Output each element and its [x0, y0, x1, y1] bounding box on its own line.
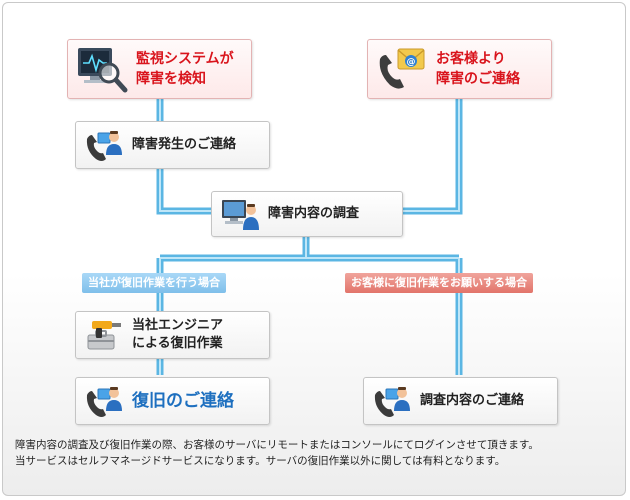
support-phone-icon: [374, 387, 410, 417]
support-phone-icon: [86, 131, 122, 161]
node-customer-contact: @ お客様より 障害のご連絡: [367, 39, 552, 99]
footnotes: 障害内容の調査及び復旧作業の際、お客様のサーバにリモートまたはコンソールにてログ…: [15, 437, 615, 469]
node-engineer-restore-label: 当社エンジニア による復旧作業: [132, 318, 224, 351]
phone-mail-icon: @: [379, 48, 425, 89]
node-monitor-detect: 監視システムが 障害を検知: [67, 39, 252, 99]
node-engineer-restore: 当社エンジニア による復旧作業: [75, 311, 270, 359]
drill-toolbox-icon: [87, 321, 121, 350]
node-customer-contact-label: お客様より 障害のご連絡: [436, 51, 520, 87]
node-restore-notice: 復旧のご連絡: [75, 377, 270, 425]
svg-text:@: @: [407, 58, 416, 68]
node-monitor-detect-label: 監視システムが 障害を検知: [136, 51, 234, 87]
footnote-line: 当サービスはセルフマネージドサービスになります。サーバの復旧作業以外に関しては有…: [15, 455, 506, 467]
flow-diagram: 監視システムが 障害を検知 @ お客様より 障害のご連絡 障害発生のご連絡: [2, 2, 626, 496]
node-restore-notice-label: 復旧のご連絡: [132, 391, 234, 411]
node-failure-notice: 障害発生のご連絡: [75, 121, 270, 169]
operator-pc-icon: [222, 200, 259, 230]
node-investigation: 障害内容の調査: [211, 191, 403, 237]
node-failure-notice-label: 障害発生のご連絡: [132, 137, 237, 152]
node-result-notice: 調査内容のご連絡: [363, 377, 558, 425]
node-result-notice-label: 調査内容のご連絡: [420, 393, 525, 408]
node-investigation-label: 障害内容の調査: [268, 206, 360, 221]
branch-company-tag: 当社が復旧作業を行う場合: [82, 273, 226, 293]
support-phone-icon: [86, 387, 122, 417]
monitor-magnifier-icon: [78, 48, 128, 93]
branch-customer-tag: お客様に復旧作業をお願いする場合: [345, 273, 533, 293]
footnote-line: 障害内容の調査及び復旧作業の際、お客様のサーバにリモートまたはコンソールにてログ…: [15, 439, 539, 451]
